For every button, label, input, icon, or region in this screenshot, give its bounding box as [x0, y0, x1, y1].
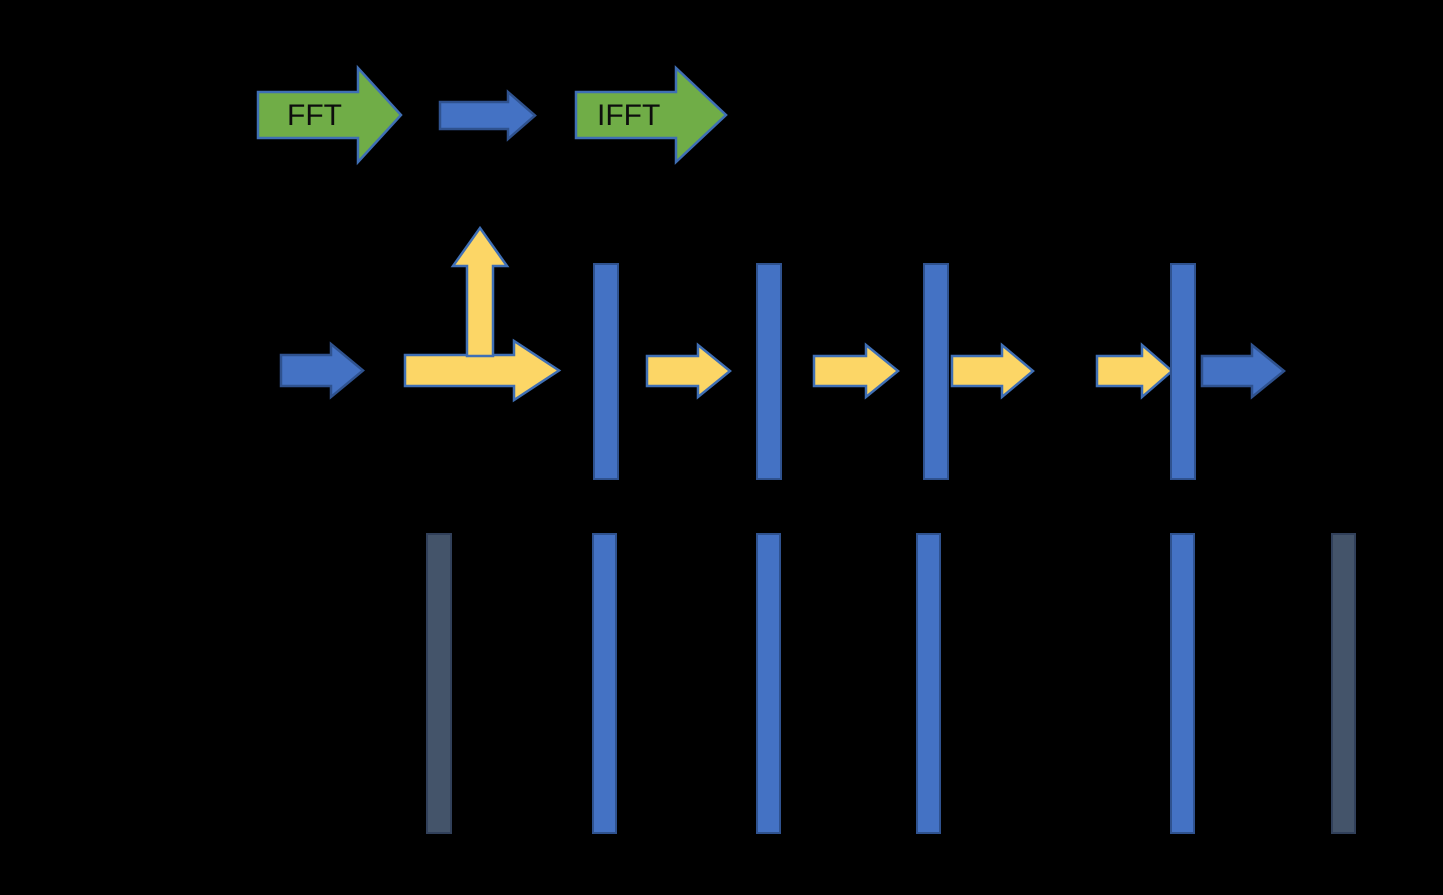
legend-fft-label: FFT — [287, 99, 342, 132]
stage1-branch-up-arrow[interactable] — [450, 225, 510, 358]
stage4-arrow[interactable] — [950, 342, 1035, 400]
stage1-horizontal-arrow[interactable] — [403, 338, 562, 403]
stage3-arrow[interactable] — [812, 342, 900, 400]
input-arrow[interactable] — [279, 341, 365, 400]
layer-bar-4[interactable] — [1170, 263, 1196, 480]
bottom-bar-1[interactable] — [426, 533, 452, 834]
legend-transfer-arrow[interactable] — [438, 89, 537, 142]
legend-fft-arrow[interactable] — [256, 64, 403, 166]
bottom-bar-5[interactable] — [1170, 533, 1195, 834]
legend-ifft-label: IFFT — [597, 99, 661, 132]
bottom-bar-6[interactable] — [1331, 533, 1356, 834]
layer-bar-1[interactable] — [593, 263, 619, 480]
stage2-arrow[interactable] — [645, 342, 732, 400]
stage5-arrow[interactable] — [1095, 342, 1174, 400]
bottom-bar-2[interactable] — [592, 533, 617, 834]
bottom-bar-3[interactable] — [756, 533, 781, 834]
layer-bar-2[interactable] — [756, 263, 782, 480]
bottom-bar-4[interactable] — [916, 533, 941, 834]
bottom-bars-group — [426, 533, 1356, 834]
output-arrow[interactable] — [1200, 342, 1286, 400]
legend-group — [256, 64, 728, 166]
legend-ifft-arrow[interactable] — [574, 65, 728, 165]
pipeline-group — [279, 225, 1286, 480]
layer-bar-3[interactable] — [923, 263, 949, 480]
